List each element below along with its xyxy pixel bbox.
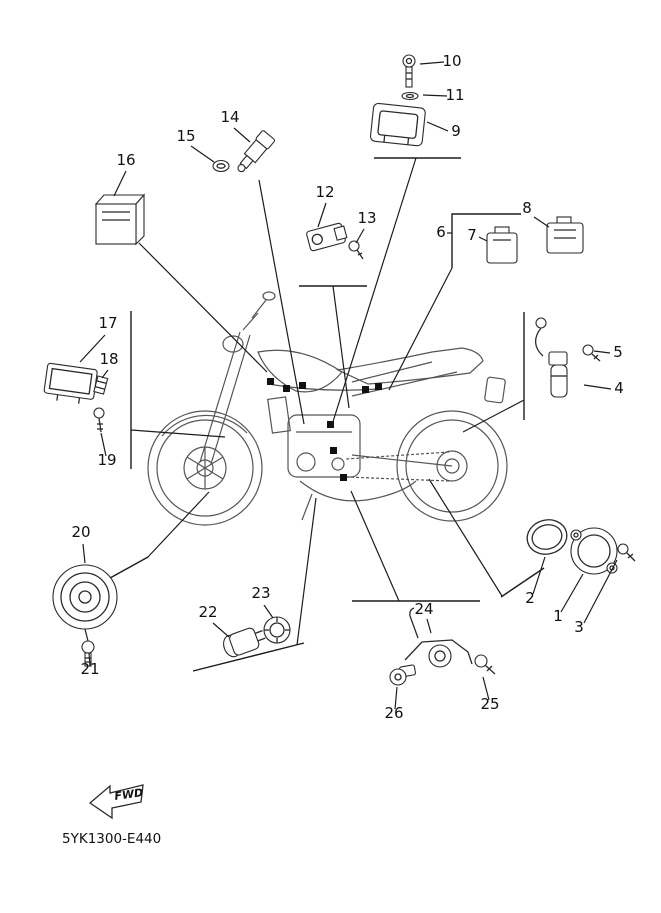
part-illustration-17-flasher-relay <box>43 362 98 404</box>
part-illustration-4-sensor <box>534 317 568 398</box>
part-illustration-25-bolt <box>474 654 496 675</box>
callout-5: 5 <box>613 343 623 361</box>
callout-pointer-lines <box>79 61 618 710</box>
callout-10: 10 <box>442 52 461 70</box>
leader-lines <box>130 157 525 646</box>
callout-25: 25 <box>480 695 499 713</box>
callout-20: 20 <box>71 523 90 541</box>
part-illustration-24-sidestand-switch <box>399 607 473 678</box>
part-illustration-15-washer <box>212 159 230 173</box>
part-illustration-9-control-unit <box>369 102 426 147</box>
part-illustration-3-bolt <box>617 543 636 562</box>
callout-3: 3 <box>574 618 584 636</box>
callout-1: 1 <box>553 607 563 625</box>
callout-9: 9 <box>451 122 461 140</box>
callout-4: 4 <box>614 379 624 397</box>
callout-16: 16 <box>116 151 135 169</box>
part-illustration-21-bolt <box>81 640 95 667</box>
part-illustration-16-relay-unit <box>94 193 146 246</box>
callout-11: 11 <box>445 86 464 104</box>
part-illustration-10-bolt <box>402 54 416 88</box>
callout-6: 6 <box>436 223 446 241</box>
callout-14: 14 <box>220 108 239 126</box>
part-illustration-12-sensor-bracket <box>306 222 348 252</box>
part-illustration-1-pickup-cover <box>570 527 618 575</box>
part-illustration-14-sensor <box>237 130 276 173</box>
callout-numbers: 10 11 9 14 15 16 12 13 6 7 8 5 4 17 18 1… <box>71 52 623 722</box>
callout-18: 18 <box>99 350 118 368</box>
part-illustration-2-o-ring <box>526 519 568 555</box>
fwd-label: FWD <box>114 786 144 803</box>
callout-24: 24 <box>414 600 433 618</box>
fwd-direction-arrow-icon: FWD <box>88 784 144 820</box>
callout-17: 17 <box>98 314 117 332</box>
callout-15: 15 <box>176 127 195 145</box>
callout-19: 19 <box>97 451 116 469</box>
part-illustration-19-screw <box>93 407 105 433</box>
motorcycle-illustration <box>147 291 508 526</box>
part-illustration-7-relay <box>486 226 518 264</box>
part-illustration-22-main-switch <box>223 627 266 658</box>
part-illustration-23-cap <box>263 616 291 644</box>
callout-21: 21 <box>80 660 99 678</box>
callout-8: 8 <box>522 199 532 217</box>
diagram-code: 5YK1300-E440 <box>62 831 161 847</box>
callout-26: 26 <box>384 704 403 722</box>
part-illustration-11-washer <box>401 91 419 101</box>
callout-13: 13 <box>357 209 376 227</box>
part-illustration-5-screw <box>582 344 601 362</box>
part-illustration-13-screw <box>348 240 364 260</box>
part-illustration-8-relay <box>546 216 584 254</box>
callout-22: 22 <box>198 603 217 621</box>
part-illustration-26-clamp <box>389 668 407 686</box>
callout-23: 23 <box>251 584 270 602</box>
callout-2: 2 <box>525 589 535 607</box>
part-illustration-20-horn <box>52 564 118 642</box>
harness-connector-markers <box>267 378 382 481</box>
callout-12: 12 <box>315 183 334 201</box>
callout-7: 7 <box>467 226 477 244</box>
